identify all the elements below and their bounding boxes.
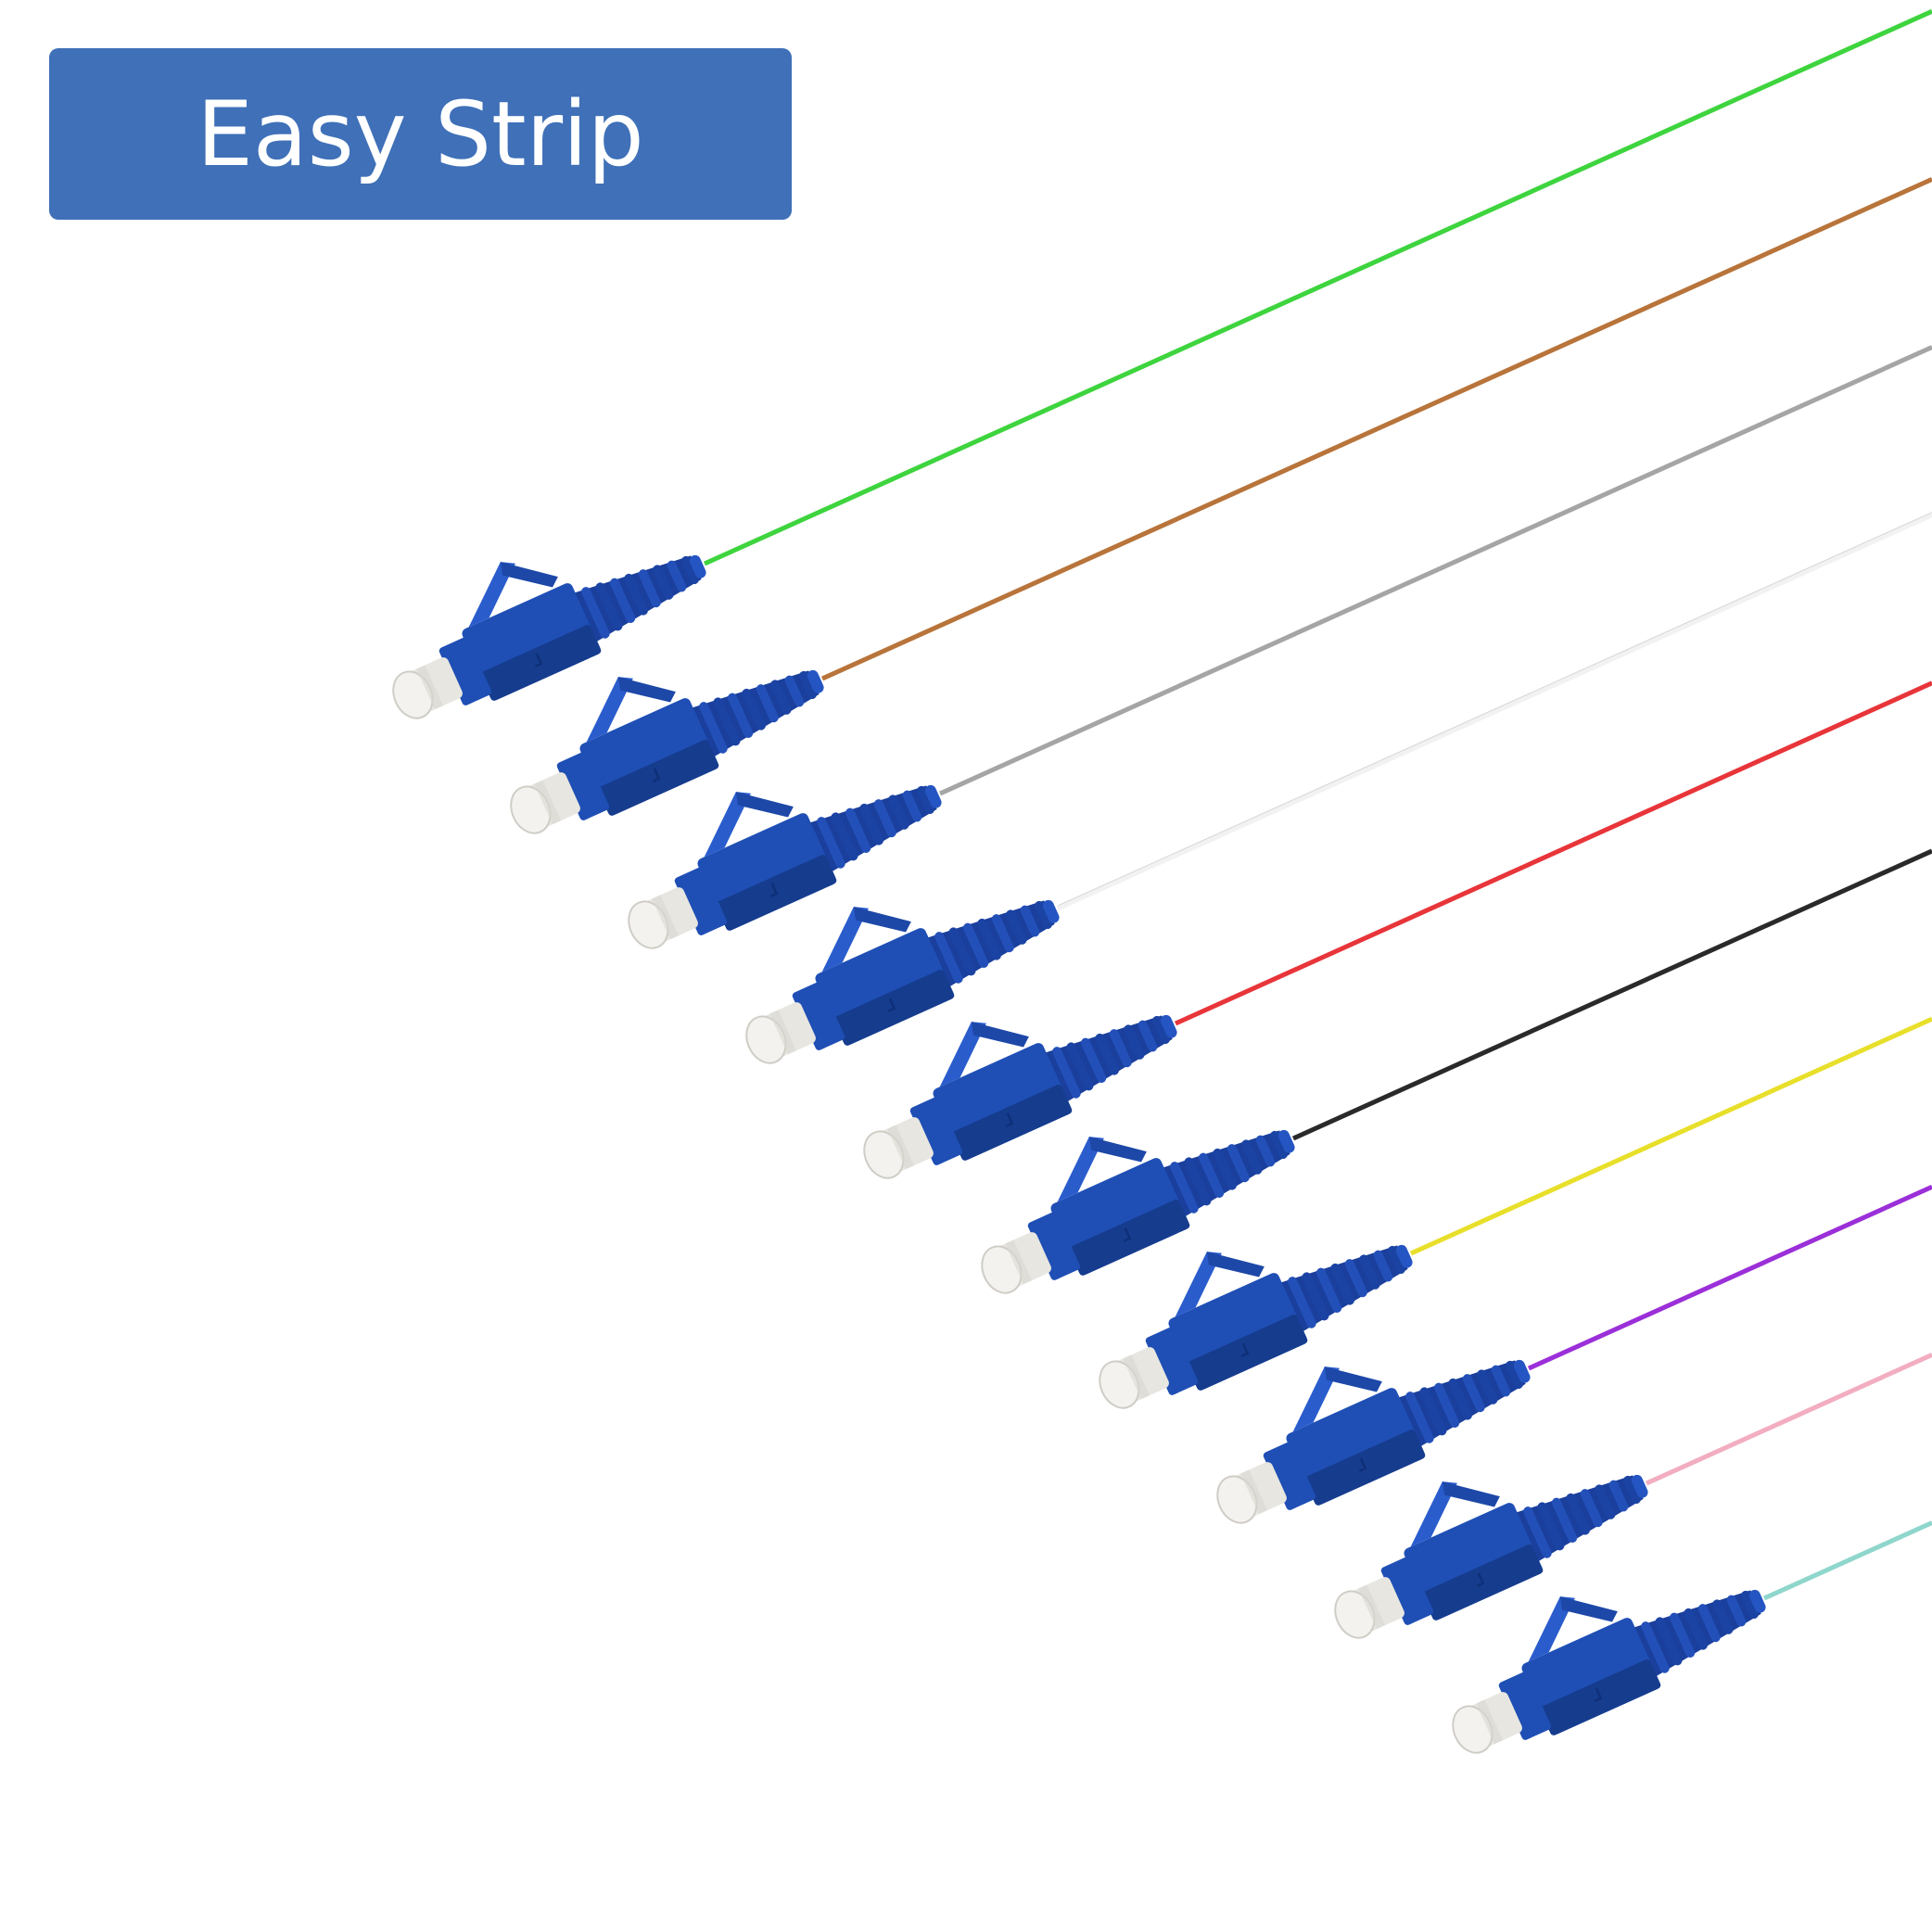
connector-housing bbox=[792, 907, 955, 1050]
connector-housing bbox=[439, 562, 602, 705]
lc-connector bbox=[1334, 1474, 1648, 1639]
connector-housing bbox=[556, 677, 719, 820]
connector-ferrule bbox=[1452, 1692, 1522, 1754]
connector-boot bbox=[801, 784, 942, 877]
badge-label: Easy Strip bbox=[197, 82, 644, 186]
connector-housing bbox=[1380, 1481, 1544, 1625]
connector-ferrule bbox=[745, 1002, 816, 1064]
connector-boot bbox=[566, 554, 706, 647]
connector-boot bbox=[1625, 1589, 1766, 1682]
connector-housing bbox=[674, 792, 837, 935]
connector-housing bbox=[1498, 1596, 1661, 1740]
lc-connector bbox=[510, 669, 824, 834]
lc-connector bbox=[1452, 1589, 1766, 1754]
connector-ferrule bbox=[981, 1232, 1051, 1294]
lc-connector bbox=[1216, 1359, 1531, 1524]
lc-connector bbox=[981, 1129, 1295, 1294]
connector-housing bbox=[1027, 1137, 1190, 1280]
fiber-brown bbox=[820, 177, 1932, 681]
lc-connector bbox=[863, 1014, 1177, 1179]
fiber-white bbox=[1056, 513, 1932, 911]
fiber-white-edge bbox=[1057, 512, 1932, 907]
lc-connector bbox=[392, 554, 706, 719]
connector-ferrule bbox=[1216, 1462, 1287, 1524]
lc-connector bbox=[1099, 1244, 1413, 1409]
connector-housing bbox=[1145, 1252, 1308, 1395]
connector-housing bbox=[1263, 1366, 1426, 1510]
connector-ferrule bbox=[1334, 1577, 1405, 1639]
fiber-green bbox=[703, 8, 1932, 566]
fiber-gray bbox=[938, 345, 1932, 796]
connector-ferrule bbox=[510, 772, 580, 834]
fiber-black bbox=[1291, 848, 1932, 1141]
fiber-pink bbox=[1645, 1353, 1932, 1486]
fiber-yellow bbox=[1409, 1016, 1932, 1256]
fiber-violet bbox=[1527, 1184, 1932, 1371]
connector-ferrule bbox=[628, 887, 698, 949]
easy-strip-badge: Easy Strip bbox=[49, 48, 792, 220]
connector-ferrule bbox=[863, 1117, 934, 1179]
lc-connector bbox=[745, 899, 1060, 1064]
connector-ferrule bbox=[1099, 1347, 1169, 1409]
connector-boot bbox=[1507, 1474, 1648, 1567]
connector-boot bbox=[919, 899, 1060, 992]
connector-ferrule bbox=[392, 657, 463, 719]
connector-boot bbox=[1390, 1359, 1531, 1452]
fiber-aqua bbox=[1762, 1520, 1932, 1601]
fiber-red bbox=[1174, 680, 1932, 1026]
lc-connector bbox=[628, 784, 942, 949]
connector-housing bbox=[909, 1022, 1073, 1165]
